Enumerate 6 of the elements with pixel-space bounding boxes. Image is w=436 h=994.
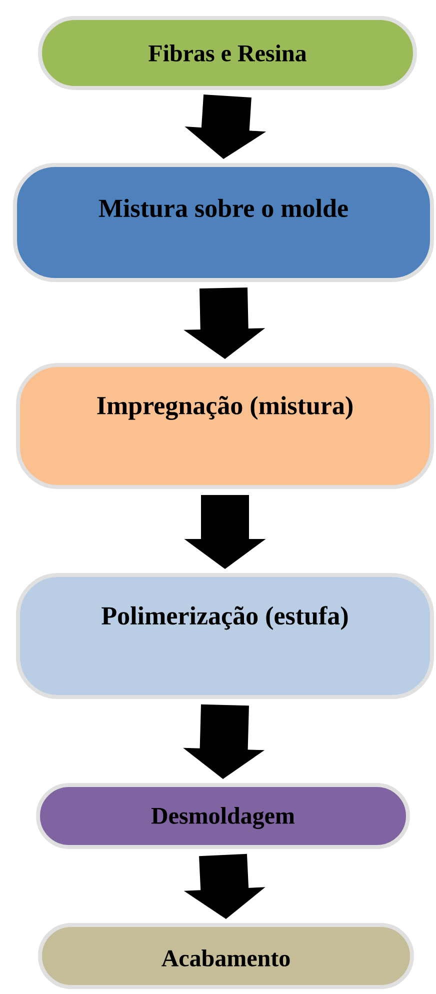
process-box: Desmoldagem [36, 783, 410, 849]
process-box: Mistura sobre o molde [13, 163, 434, 282]
process-box: Polimerização (estufa) [16, 573, 434, 699]
process-box: Impregnação (mistura) [16, 363, 434, 489]
process-box: Fibras e Resina [38, 16, 417, 90]
process-box: Acabamento [38, 922, 414, 989]
